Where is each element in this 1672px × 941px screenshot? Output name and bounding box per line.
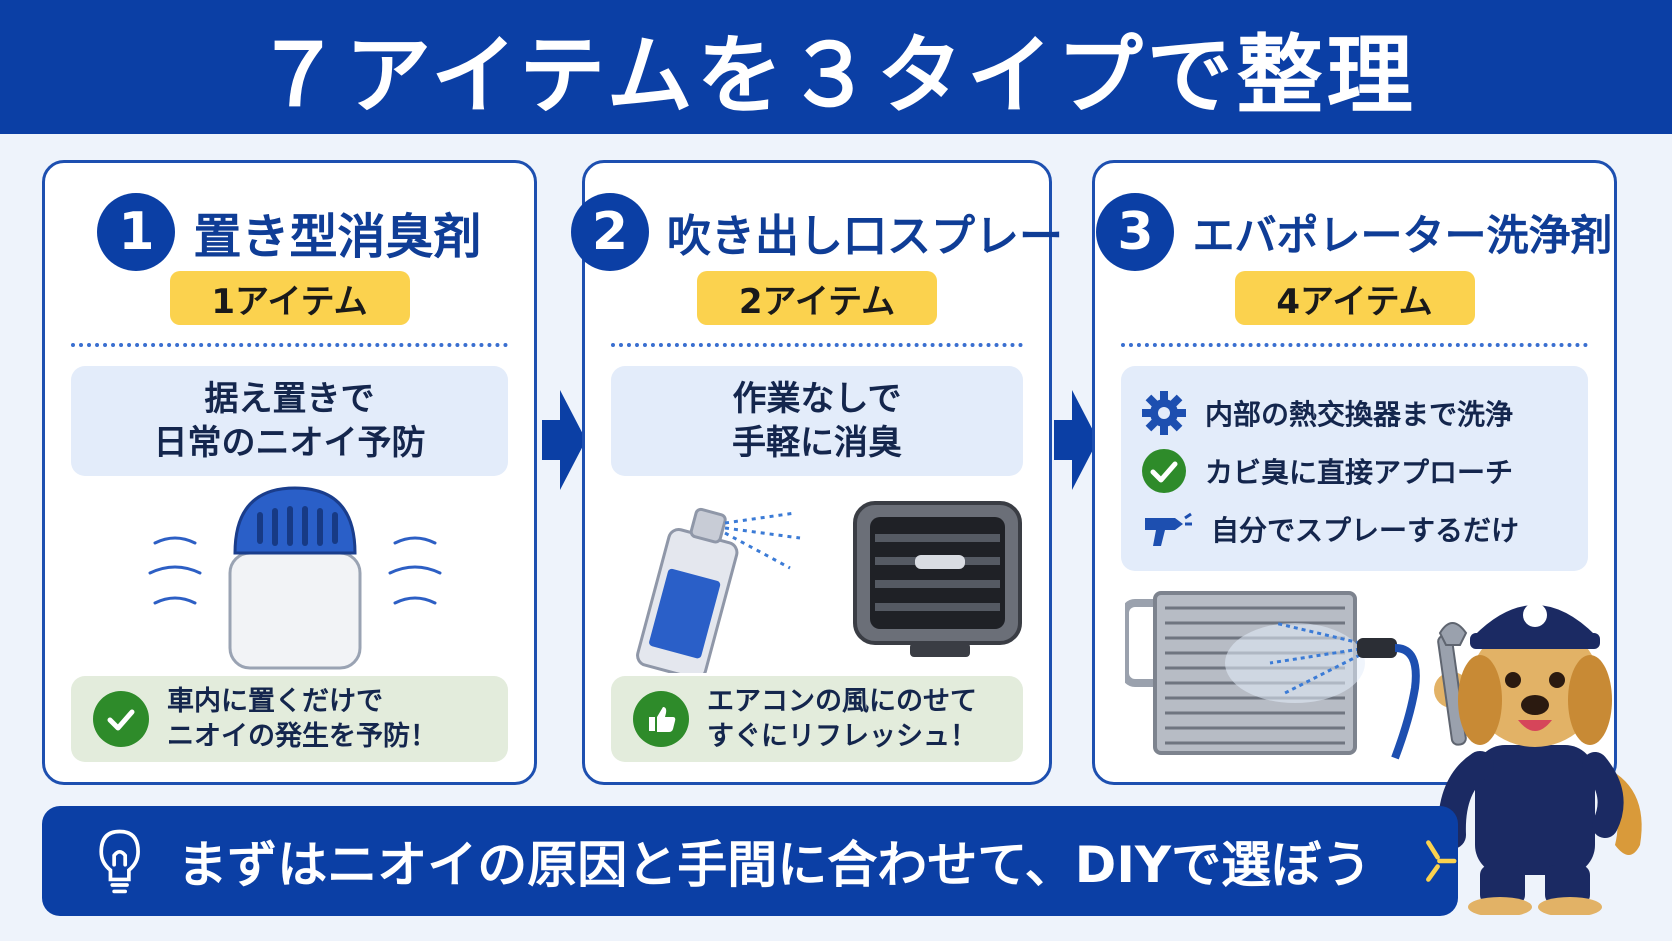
- feature-list: 内部の熱交換器まで洗浄 カビ臭に直接アプローチ 自分でスプレーするだけ: [1121, 366, 1588, 571]
- note-line: 車内に置くだけで: [167, 685, 383, 717]
- card-title-row: 1 置き型消臭剤: [45, 193, 534, 271]
- card-title: エバポレーター洗浄剤: [1192, 210, 1613, 260]
- sparkle-icon: [1426, 840, 1457, 882]
- card-placement-deodorizer: 1 置き型消臭剤 1アイテム 据え置きで 日常のニオイ予防 車内に置くだけで ニ…: [42, 160, 537, 785]
- card-note: 車内に置くだけで ニオイの発生を予防！: [71, 676, 508, 762]
- lightbulb-icon: [99, 829, 140, 894]
- note-text: エアコンの風にのせて すぐにリフレッシュ！: [707, 684, 977, 754]
- page-title: ７アイテムを３タイプで整理: [255, 25, 1417, 126]
- card-description: 作業なしで 手軽に消臭: [611, 366, 1023, 476]
- spray-gun-icon: [1145, 512, 1192, 546]
- mechanic-dog-mascot: [1434, 603, 1642, 915]
- card-number-badge: 2: [571, 193, 649, 271]
- desc-line: 手軽に消臭: [732, 423, 902, 463]
- card-note: エアコンの風にのせて すぐにリフレッシュ！: [611, 676, 1023, 762]
- card-number-badge: 1: [97, 193, 176, 271]
- note-text: 車内に置くだけで ニオイの発生を予防！: [167, 684, 437, 754]
- gear-icon: [1142, 391, 1186, 435]
- item-count-badge: 2アイテム: [697, 271, 937, 325]
- check-icon: [93, 691, 149, 747]
- feature-item: カビ臭に直接アプローチ: [1141, 442, 1568, 500]
- feature-text: カビ臭に直接アプローチ: [1205, 456, 1514, 489]
- note-line: すぐにリフレッシュ！: [707, 721, 977, 752]
- evaporator-illustration: [1125, 591, 1420, 760]
- banner-text: まずはニオイの原因と手間に合わせて、DIYで選ぼう: [177, 836, 1372, 894]
- check-icon: [1142, 449, 1186, 493]
- item-count-badge: 1アイテム: [169, 271, 410, 325]
- spray-and-vent-illustration: [636, 501, 1022, 673]
- note-line: ニオイの発生を予防！: [167, 721, 437, 752]
- feature-item: 内部の熱交換器まで洗浄: [1141, 384, 1568, 442]
- arrow-right-icon: [542, 390, 586, 490]
- note-line: エアコンの風にのせて: [707, 685, 977, 717]
- desc-line: 作業なしで: [732, 378, 902, 419]
- deodorizer-jar-illustration: [148, 486, 442, 670]
- card-title: 吹き出し口スプレー: [667, 211, 1063, 262]
- feature-item: 自分でスプレーするだけ: [1141, 500, 1568, 558]
- feature-text: 内部の熱交換器まで洗浄: [1205, 398, 1514, 431]
- dotted-divider: [611, 343, 1023, 347]
- feature-text: 自分でスプレーするだけ: [1211, 514, 1520, 547]
- desc-line: 日常のニオイ予防: [153, 423, 426, 463]
- item-count-badge: 4アイテム: [1234, 271, 1475, 325]
- card-vent-spray: 2 吹き出し口スプレー 2アイテム 作業なしで 手軽に消臭 エアコンの風にのせて: [571, 160, 1063, 785]
- dotted-divider: [1121, 343, 1588, 347]
- thumbs-up-icon: [633, 691, 689, 747]
- card-title: 置き型消臭剤: [193, 209, 482, 265]
- arrow-right-icon: [1054, 390, 1098, 490]
- header-bar: ７アイテムを３タイプで整理: [0, 0, 1672, 134]
- desc-line: 据え置きで: [204, 378, 375, 419]
- card-description: 据え置きで 日常のニオイ予防: [71, 366, 508, 476]
- card-title-row: 3 エバポレーター洗浄剤: [1095, 193, 1614, 271]
- card-title-row: 2 吹き出し口スプレー: [571, 193, 1063, 271]
- dotted-divider: [71, 343, 508, 347]
- card-number-badge: 3: [1096, 193, 1175, 271]
- bottom-banner: まずはニオイの原因と手間に合わせて、DIYで選ぼう: [42, 806, 1458, 916]
